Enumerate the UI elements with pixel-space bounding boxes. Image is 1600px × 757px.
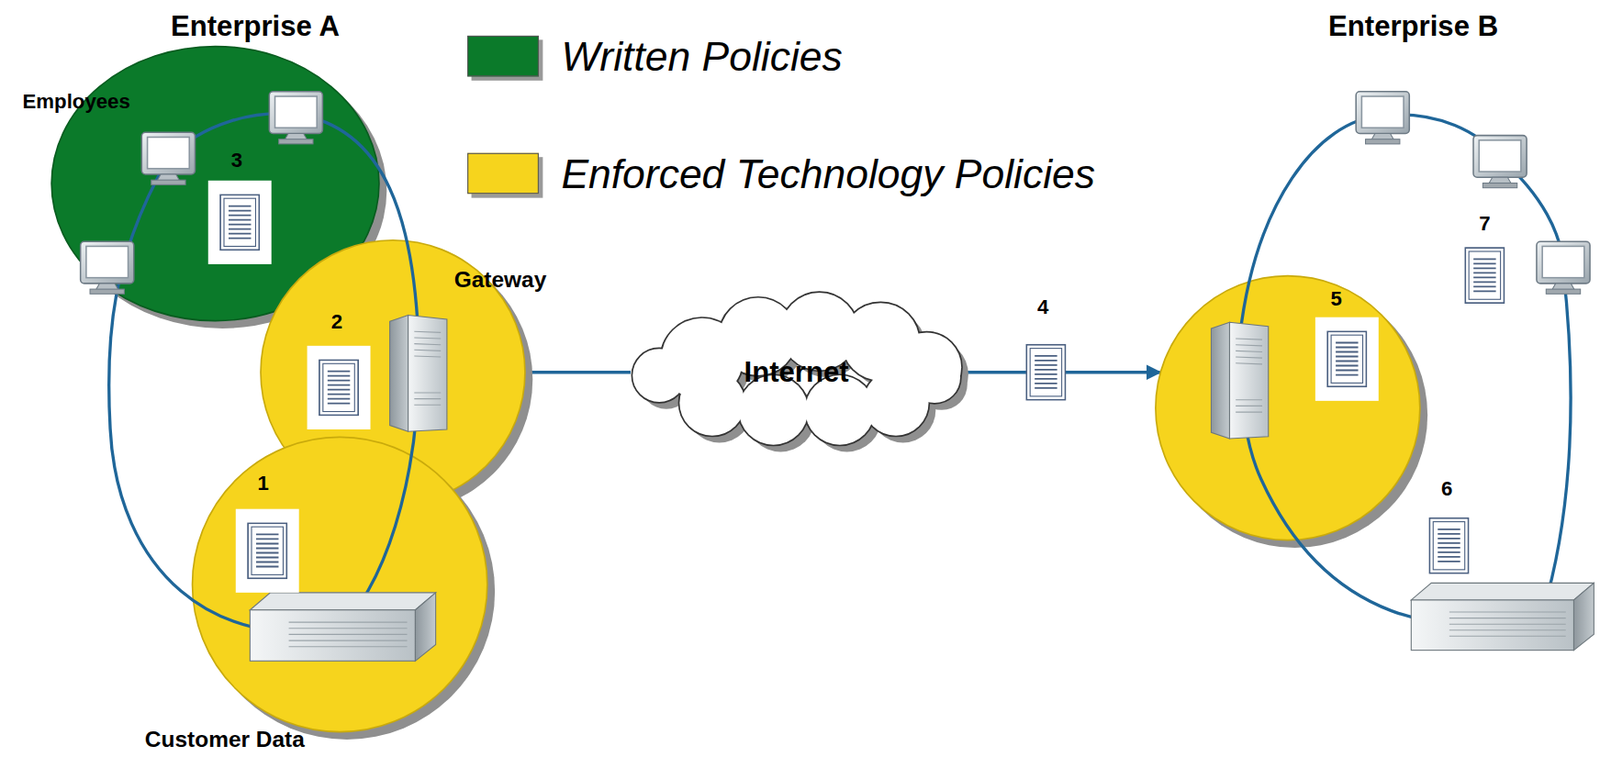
callout-number: 3 [231, 148, 243, 173]
internet-cloud: Internet [630, 295, 963, 449]
enforced-policy-region-outline [1154, 275, 1421, 541]
node-label: Gateway [454, 267, 548, 293]
callout-number: 4 [1037, 295, 1049, 320]
enterprise-title: Enterprise A [170, 10, 340, 44]
enterprise-title: Enterprise B [1328, 10, 1499, 44]
callout-number: 6 [1441, 477, 1453, 502]
legend-swatch [467, 35, 539, 77]
cloud-fill [632, 292, 962, 446]
legend-swatch [467, 153, 539, 194]
node-label: Internet [744, 356, 850, 390]
callout-number: 7 [1478, 212, 1490, 236]
cloud-outline [632, 292, 962, 446]
region-fill [1155, 276, 1421, 541]
legend-text: Enforced Technology Policies [560, 151, 1096, 197]
node-label: Employees [22, 89, 130, 114]
region-fill [192, 436, 488, 732]
node-label: Customer Data [145, 726, 305, 752]
connector [525, 370, 630, 374]
legend-text: Written Policies [560, 33, 842, 79]
enforced-policy-region: 5 [1154, 275, 1421, 541]
callout-number: 5 [1331, 287, 1343, 312]
callout-number: 2 [331, 310, 343, 335]
callout-number: 1 [257, 471, 269, 496]
